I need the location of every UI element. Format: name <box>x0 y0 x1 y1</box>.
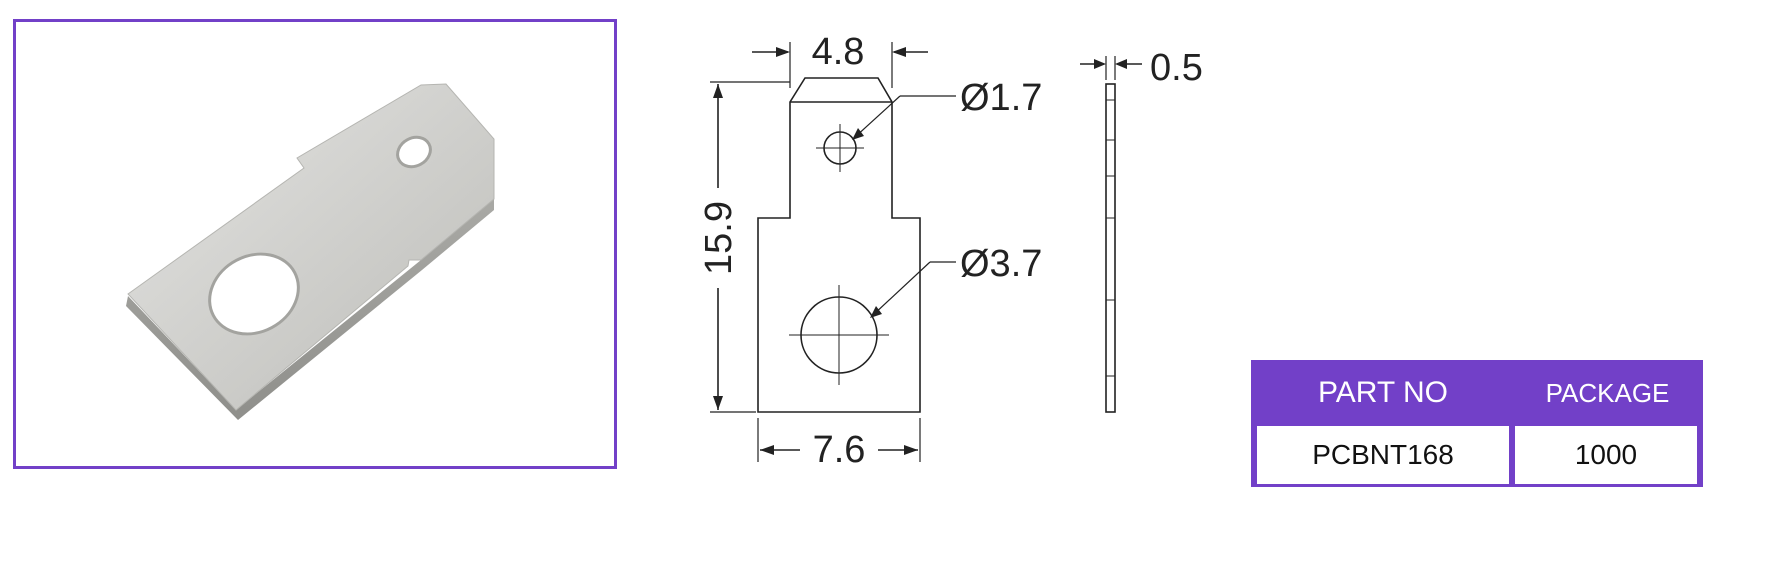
header-package: PACKAGE <box>1545 377 1670 408</box>
dim-overall-length: 15.9 <box>698 201 740 275</box>
cell-part-no: PCBNT168 <box>1257 426 1509 484</box>
dim-large-hole: Ø3.7 <box>960 243 1042 285</box>
terminal-outline <box>757 77 921 413</box>
header-part-no: PART NO <box>1317 376 1449 409</box>
part-table: PART NO PACKAGE PCBNT168 1000 <box>1251 360 1703 487</box>
terminal-photo <box>126 83 495 420</box>
dim-tab-width: 4.8 <box>812 31 865 73</box>
side-view-profile <box>1105 83 1116 413</box>
product-photo-frame <box>13 19 617 469</box>
dim-small-hole: Ø1.7 <box>960 77 1042 119</box>
dim-base-width: 7.6 <box>813 429 866 471</box>
cell-package: 1000 <box>1515 426 1697 484</box>
dim-thickness: 0.5 <box>1150 47 1203 89</box>
